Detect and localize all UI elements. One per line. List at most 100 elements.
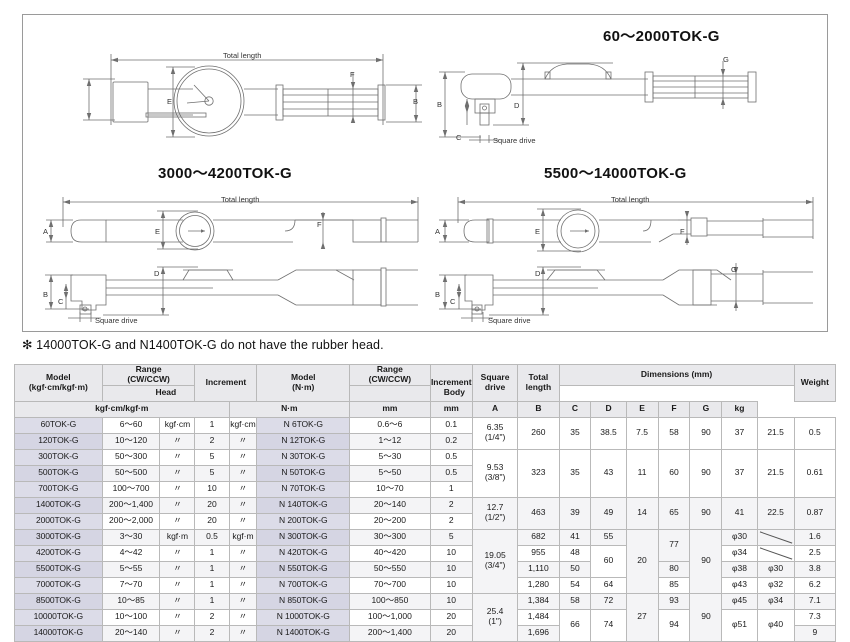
cell-dim-d: 94 [657, 608, 691, 642]
header-model-nm-line1: Model [290, 372, 316, 382]
cell-increment-nm: 20 [429, 608, 473, 626]
cell-dim-a: 35 [558, 448, 592, 498]
cell-range-kgf: 4～42 [101, 544, 161, 562]
square-drive-value: 9.53 [486, 462, 504, 473]
cell-range-nm: 20～200 [349, 512, 431, 530]
header-weight: Weight [793, 364, 837, 402]
cell-increment-unit-kgf: 〃 [228, 432, 258, 450]
cell-range-unit-kgf: 〃 [159, 592, 196, 610]
cell-model-nm: N 6TOK-G [256, 416, 351, 434]
header-unit-mm-sq: mm [349, 400, 431, 418]
cell-range-kgf: 200～1,400 [101, 496, 161, 514]
cell-range-nm: 0.6～6 [349, 416, 431, 434]
cell-model-nm: N 1000TOK-G [256, 608, 351, 626]
cell-dim-c: 11 [625, 448, 659, 498]
cell-weight: 0.5 [793, 416, 837, 450]
cell-dim-f: 37 [721, 416, 758, 450]
cell-range-nm: 100～1,000 [349, 608, 431, 626]
header-range-nm-line1: Range [376, 364, 403, 374]
cell-range-unit-kgf: kgf·cm [159, 416, 196, 434]
cell-range-kgf: 10～120 [101, 432, 161, 450]
header-total-length-line1: Total [528, 372, 549, 382]
table-header-row-3: kgf·cm/kgf·m N·m mm mm A B C D E F G kg [14, 400, 836, 418]
cell-total-length: 323 [517, 448, 560, 498]
cell-increment-nm: 2 [429, 512, 473, 530]
cell-dim-g: 21.5 [756, 448, 795, 498]
cell-increment-unit-kgf: 〃 [228, 592, 258, 610]
cell-range-unit-kgf: 〃 [159, 624, 196, 642]
label-g-4: G [731, 265, 737, 274]
cell-increment-kgf: 1 [194, 592, 230, 610]
cell-dim-f: φ43 [721, 576, 758, 594]
header-col-a: A [471, 400, 519, 418]
cell-increment-nm: 10 [429, 592, 473, 610]
cell-range-unit-kgf: kgf·m [159, 528, 196, 546]
cell-dim-d: 60 [657, 448, 691, 498]
cell-increment-nm: 0.5 [429, 464, 473, 482]
cell-range-nm: 40～420 [349, 544, 431, 562]
cell-model-nm: N 850TOK-G [256, 592, 351, 610]
diagram-panel: 60～2000TOK-G [22, 14, 828, 332]
cell-model-nm: N 420TOK-G [256, 544, 351, 562]
header-square-drive-line2: drive [484, 381, 506, 392]
cell-increment-nm: 0.5 [429, 448, 473, 466]
cell-range-nm: 5～30 [349, 448, 431, 466]
header-model-nm-line2: (N·m) [292, 381, 315, 392]
diagram-title-60-2000: 60～2000TOK-G [603, 28, 720, 45]
cell-dim-e: 90 [689, 528, 723, 594]
header-model-kgf: Model (kgf·cm/kgf·m) [14, 364, 103, 402]
cell-increment-kgf: 2 [194, 432, 230, 450]
cell-total-length: 1,696 [517, 624, 560, 642]
cell-increment-kgf: 10 [194, 480, 230, 498]
cell-range-kgf: 10～85 [101, 592, 161, 610]
cell-square-drive: 9.53(3/8") [471, 448, 519, 498]
cell-increment-nm: 5 [429, 528, 473, 546]
cell-dim-d: 85 [657, 576, 691, 594]
header-total-length-line2: length [525, 381, 552, 392]
header-range-kgf-line1: Range [135, 364, 162, 374]
cell-range-nm: 10～70 [349, 480, 431, 498]
label-e-4: E [535, 227, 541, 236]
cell-dim-c: 27 [625, 592, 659, 642]
cell-range-unit-kgf: 〃 [159, 576, 196, 594]
table-header-row-1: Model (kgf·cm/kgf·m) Range (CW/CCW) Incr… [14, 364, 837, 402]
cell-model-kgf: 2000TOK-G [14, 512, 103, 530]
cell-increment-unit-kgf: 〃 [228, 496, 258, 514]
cell-range-unit-kgf: 〃 [159, 608, 196, 626]
cell-dim-a: 58 [558, 592, 592, 610]
header-square-drive-line1: Square [480, 372, 510, 382]
header-model-kgf-line2: (kgf·cm/kgf·m) [28, 381, 88, 392]
label-b-2: B [437, 100, 443, 109]
cell-total-length: 955 [517, 544, 560, 562]
cell-dim-f: φ38 [721, 560, 758, 578]
cell-weight: 0.87 [793, 496, 837, 530]
cell-total-length: 1,384 [517, 592, 560, 610]
cell-weight: 9 [793, 624, 837, 642]
cell-weight: 7.3 [793, 608, 837, 626]
header-range-kgf-line2: (CW/CCW) [127, 373, 170, 384]
cell-model-nm: N 70TOK-G [256, 480, 351, 498]
table-header-row-2: Head Body [15, 384, 836, 402]
cell-range-unit-kgf: 〃 [159, 496, 196, 514]
cell-range-kgf: 7～70 [101, 576, 161, 594]
cell-range-kgf: 100～700 [101, 480, 161, 498]
header-dimensions: Dimensions (mm) [558, 364, 795, 386]
cell-dim-d: 77 [657, 528, 691, 562]
cell-dim-g [756, 544, 795, 562]
cell-dim-c: 20 [625, 528, 659, 594]
cell-model-nm: N 550TOK-G [256, 560, 351, 578]
cell-model-nm: N 200TOK-G [256, 512, 351, 530]
cell-increment-nm: 0.2 [429, 432, 473, 450]
header-unit-body: Body [349, 384, 560, 402]
label-d-2: D [514, 101, 520, 110]
cell-dim-c: 7.5 [625, 416, 659, 450]
cell-dim-c: 14 [625, 496, 659, 530]
cell-weight: 1.6 [793, 528, 837, 546]
cell-range-unit-kgf: 〃 [159, 432, 196, 450]
header-range-kgf: Range (CW/CCW) [101, 364, 196, 386]
